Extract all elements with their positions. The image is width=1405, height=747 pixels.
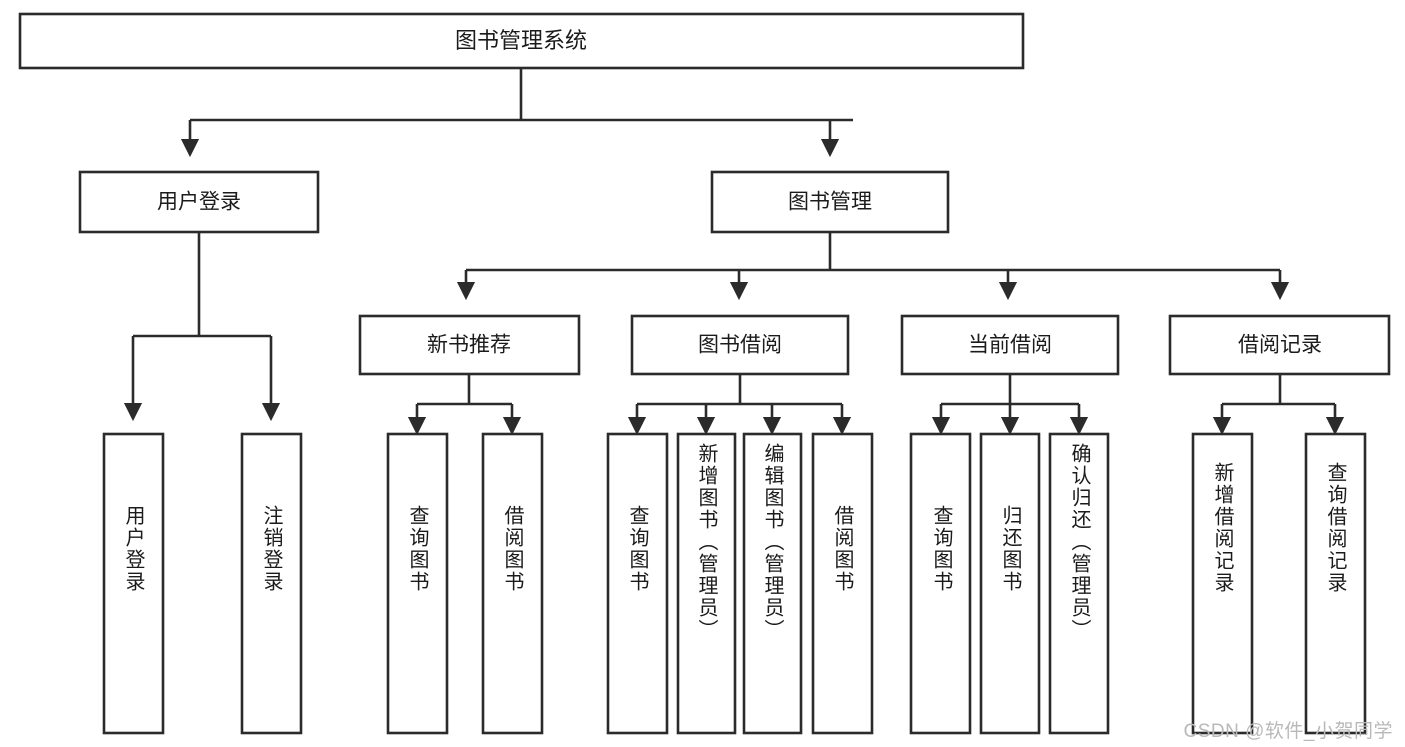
leaf-box-new-book-0[interactable]	[386, 432, 449, 735]
connector-user-login-to-leaves	[123, 232, 281, 422]
node-new-book-recommend[interactable]: 新书推荐	[358, 314, 581, 376]
leaf-box-current-borrow-2[interactable]	[1048, 432, 1110, 735]
node-borrow-record-label: 借阅记录	[1238, 334, 1322, 357]
node-new-book-recommend-box[interactable]	[358, 314, 581, 376]
leaf-box-book-borrow-2[interactable]	[742, 432, 803, 735]
leaf-box-user-login-0[interactable]	[102, 432, 165, 735]
node-user-login[interactable]: 用户登录	[78, 170, 320, 234]
node-user-login-label: 用户登录	[157, 191, 241, 214]
node-book-borrow-label: 图书借阅	[698, 334, 782, 357]
node-root[interactable]: 图书管理系统	[18, 12, 1025, 70]
leaf-box-new-book-1[interactable]	[481, 432, 544, 735]
node-current-borrow-label: 当前借阅	[968, 334, 1052, 357]
node-current-borrow-box[interactable]	[900, 314, 1120, 376]
node-current-borrow[interactable]: 当前借阅	[900, 314, 1120, 376]
node-book-borrow[interactable]: 图书借阅	[630, 314, 850, 376]
node-new-book-recommend-label: 新书推荐	[427, 334, 511, 357]
node-user-login-box[interactable]	[78, 170, 320, 234]
connector-current-borrow-to-leaves	[931, 374, 1089, 436]
node-book-management-label: 图书管理	[788, 191, 872, 214]
leaf-box-book-borrow-0[interactable]	[606, 432, 669, 735]
leaf-box-current-borrow-0[interactable]	[909, 432, 972, 735]
leaf-box-borrow-record-0[interactable]	[1191, 432, 1254, 735]
connector-root-to-level2	[180, 68, 853, 158]
node-borrow-record[interactable]: 借阅记录	[1168, 314, 1391, 376]
connector-book-borrow-to-leaves	[627, 374, 852, 436]
node-root-box[interactable]	[18, 12, 1025, 70]
connector-book-management-to-level3	[456, 232, 1290, 301]
connector-new-book-recommend-to-leaves	[407, 374, 522, 436]
csdn-watermark: CSDN @软件_小贺同学	[1183, 721, 1393, 742]
leaf-box-book-borrow-3[interactable]	[811, 432, 874, 735]
leaf-box-book-borrow-1[interactable]	[676, 432, 737, 735]
leaf-box-borrow-record-1[interactable]	[1304, 432, 1367, 735]
leaf-box-current-borrow-1[interactable]	[979, 432, 1041, 735]
connector-borrow-record-to-leaves	[1212, 374, 1345, 436]
node-root-label: 图书管理系统	[455, 28, 587, 53]
node-book-management[interactable]: 图书管理	[710, 170, 950, 234]
leaf-box-user-login-1[interactable]	[240, 432, 303, 735]
